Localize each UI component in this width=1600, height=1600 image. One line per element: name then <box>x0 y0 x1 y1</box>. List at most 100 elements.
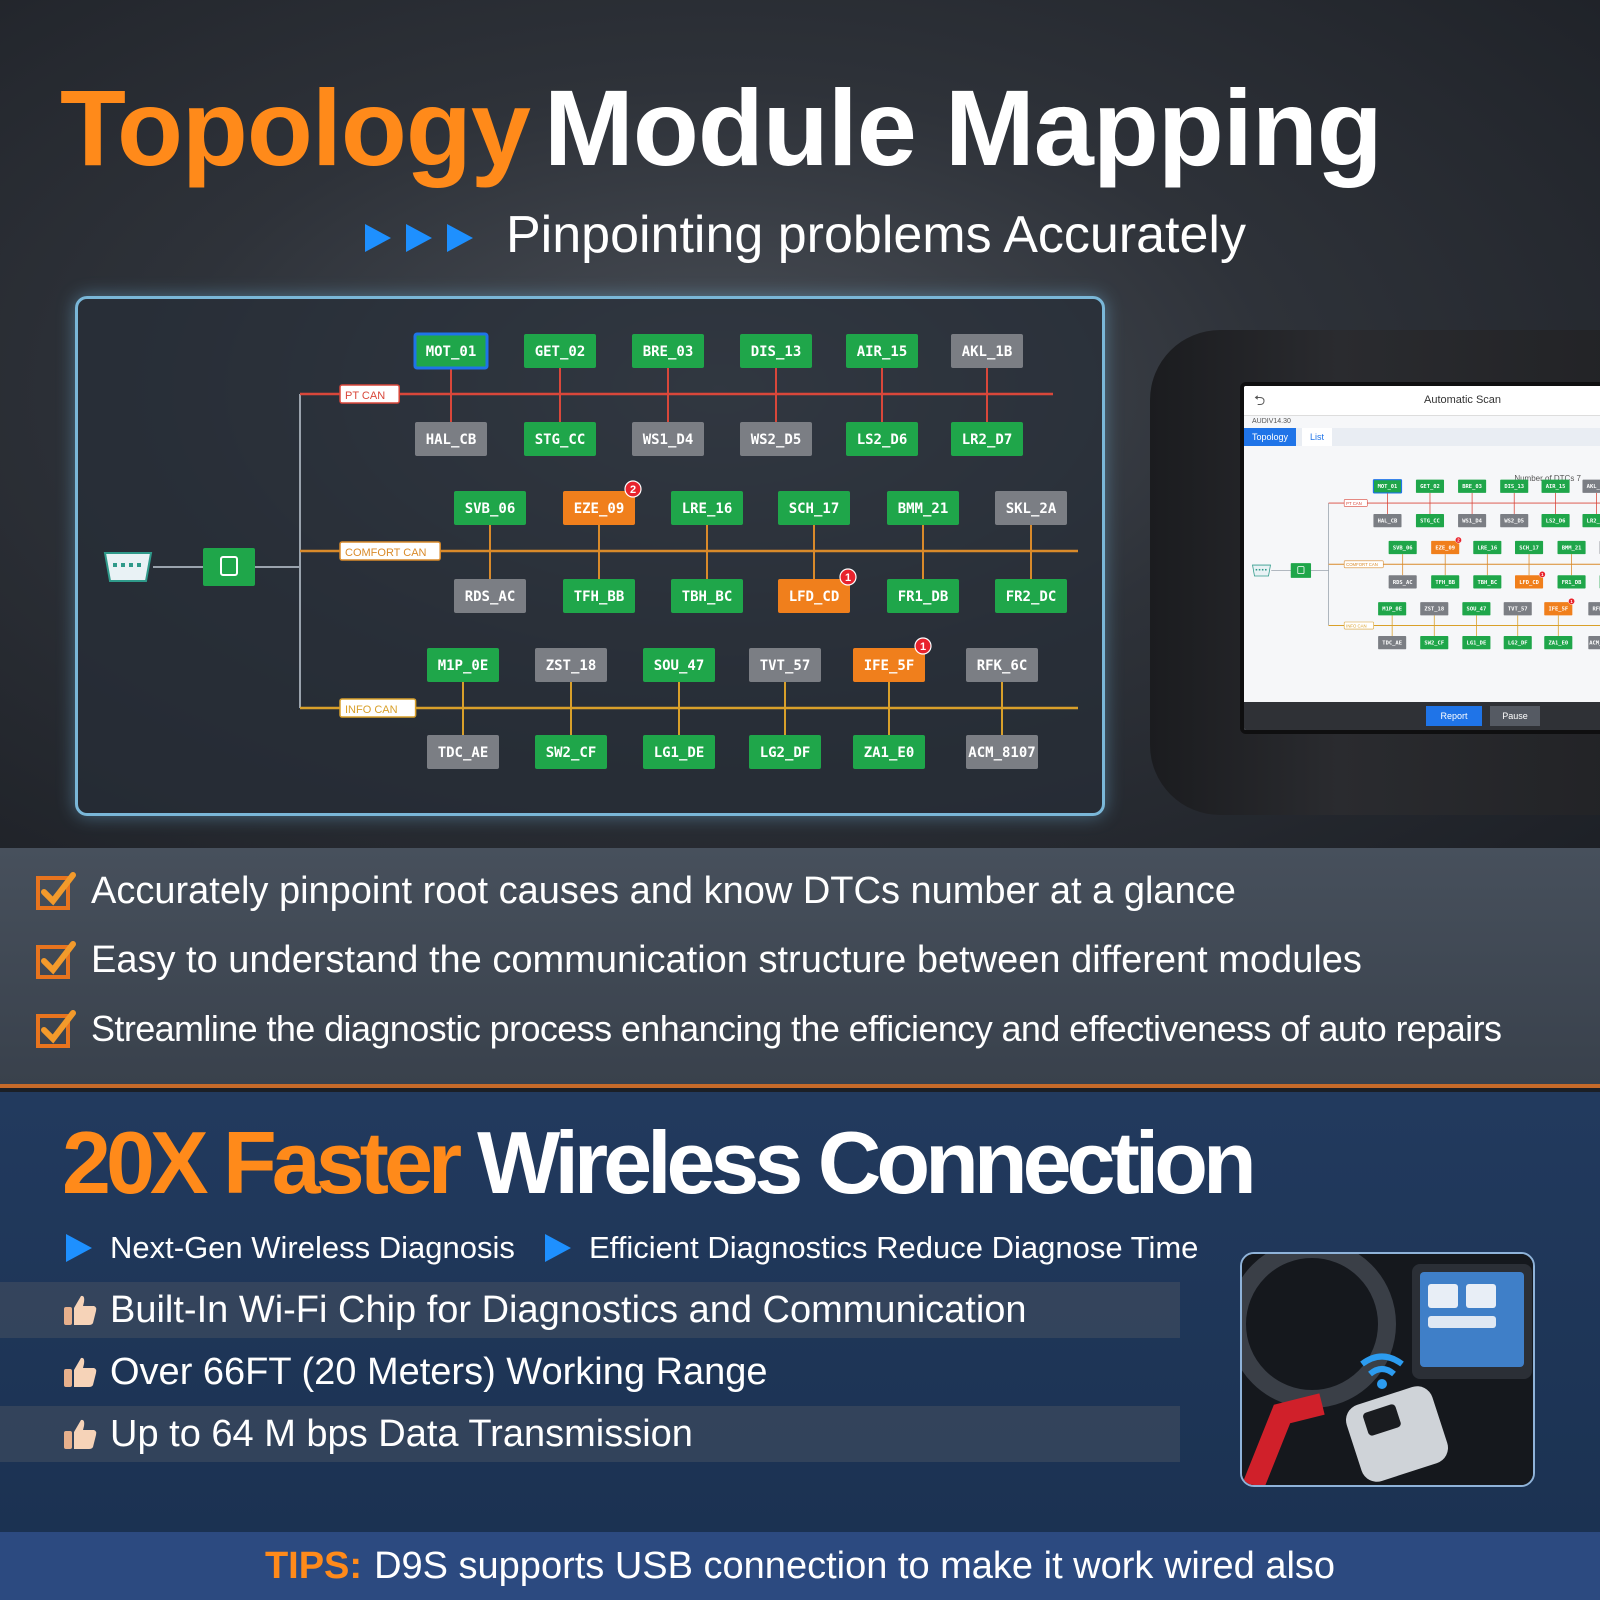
module-hal-cb[interactable]: HAL_CB <box>1373 513 1402 528</box>
module-lg2-df[interactable]: LG2_DF <box>749 735 821 769</box>
wireless-point: Next-Gen Wireless Diagnosis <box>66 1230 515 1266</box>
module-label: RFK_6C <box>977 658 1028 674</box>
module-lg1-de[interactable]: LG1_DE <box>1462 636 1491 650</box>
module-sw2-cf[interactable]: SW2_CF <box>535 735 607 769</box>
module-za1-e0[interactable]: ZA1_E0 <box>1544 636 1573 650</box>
module-sch-17[interactable]: SCH_17 <box>1515 540 1544 555</box>
checkbox-icon <box>36 941 76 979</box>
module-lfd-cd[interactable]: LFD_CD1 <box>778 568 857 613</box>
module-bre-03[interactable]: BRE_03 <box>1458 479 1487 493</box>
module-zst-18[interactable]: ZST_18 <box>535 648 607 682</box>
module-sou-47[interactable]: SOU_47 <box>643 648 715 682</box>
tab-topology[interactable]: Topology <box>1244 428 1297 446</box>
module-ife-5f[interactable]: IFE_5F1 <box>853 637 932 682</box>
module-tvt-57[interactable]: TVT_57 <box>749 648 821 682</box>
module-svb-06[interactable]: SVB_06 <box>454 491 526 525</box>
module-lfd-cd[interactable]: LFD_CD1 <box>1515 571 1546 589</box>
module-akl-1b[interactable]: AKL_1B <box>951 334 1023 368</box>
module-m1p-0e[interactable]: M1P_0E <box>427 648 499 682</box>
module-akl-1b[interactable]: AKL_1B <box>1582 479 1600 493</box>
module-label: IFE_5F <box>864 658 915 674</box>
module-svb-06[interactable]: SVB_06 <box>1388 540 1417 555</box>
module-bmm-21[interactable]: BMM_21 <box>887 491 959 525</box>
module-skl-2a[interactable]: SKL_2A <box>995 491 1067 525</box>
gateway-icon[interactable] <box>1290 563 1312 578</box>
module-sch-17[interactable]: SCH_17 <box>778 491 850 525</box>
module-zst-18[interactable]: ZST_18 <box>1420 602 1449 616</box>
wireless-bullet: Up to 64 M bps Data Transmission <box>0 1406 1180 1462</box>
wireless-bullet: Over 66FT (20 Meters) Working Range <box>0 1344 1180 1400</box>
module-rds-ac[interactable]: RDS_AC <box>1388 575 1417 589</box>
module-rfk-6c[interactable]: RFK_6C <box>1588 602 1600 616</box>
module-lr2-d7[interactable]: LR2_D7 <box>951 422 1023 456</box>
module-mot-01[interactable]: MOT_01 <box>1372 479 1403 494</box>
module-ife-5f[interactable]: IFE_5F1 <box>1544 597 1575 616</box>
module-stg-cc[interactable]: STG_CC <box>1415 513 1445 528</box>
module-ws1-d4[interactable]: WS1_D4 <box>1458 513 1487 528</box>
module-bmm-21[interactable]: BMM_21 <box>1557 540 1586 555</box>
module-get-02[interactable]: GET_02 <box>1415 479 1445 493</box>
obd-connector-icon[interactable] <box>1252 564 1271 577</box>
tab-list[interactable]: List <box>1302 428 1333 446</box>
pause-button[interactable]: Pause <box>1490 706 1540 726</box>
module-label: TBH_BC <box>682 589 733 605</box>
module-dis-13[interactable]: DIS_13 <box>740 334 812 368</box>
module-acm-8107[interactable]: ACM_8107 <box>1588 636 1600 650</box>
module-label: ZST_18 <box>1424 607 1444 613</box>
module-sou-47[interactable]: SOU_47 <box>1462 602 1491 616</box>
module-ls2-d6[interactable]: LS2_D6 <box>1541 513 1570 528</box>
module-dis-13[interactable]: DIS_13 <box>1500 479 1529 493</box>
gateway-icon[interactable] <box>203 548 255 586</box>
dtc-badge: 1 <box>839 568 857 586</box>
headline-highlight: Topology <box>60 67 531 188</box>
module-fr1-db[interactable]: FR1_DB <box>887 579 959 613</box>
module-fr2-dc[interactable]: FR2_DC <box>995 579 1067 613</box>
module-tvt-57[interactable]: TVT_57 <box>1503 602 1532 616</box>
module-ws1-d4[interactable]: WS1_D4 <box>632 422 704 456</box>
module-stg-cc[interactable]: STG_CC <box>524 422 596 456</box>
module-eze-09[interactable]: EZE_092 <box>563 480 642 525</box>
module-tdc-ae[interactable]: TDC_AE <box>427 735 499 769</box>
report-button[interactable]: Report <box>1426 706 1482 726</box>
module-tbh-bc[interactable]: TBH_BC <box>671 579 743 613</box>
module-tfh-bb[interactable]: TFH_BB <box>563 579 635 613</box>
obd-connector-icon[interactable] <box>103 552 153 582</box>
module-ws2-d5[interactable]: WS2_D5 <box>740 422 812 456</box>
bus-label: INFO CAN <box>345 704 398 716</box>
module-ws2-d5[interactable]: WS2_D5 <box>1500 513 1529 528</box>
module-label: FR2_DC <box>1006 589 1057 605</box>
module-m1p-0e[interactable]: M1P_0E <box>1378 602 1407 616</box>
module-mot-01[interactable]: MOT_01 <box>413 332 489 370</box>
dtc-count-label: 1 <box>845 572 851 584</box>
back-icon[interactable]: ⮌ <box>1254 392 1266 408</box>
module-fr1-db[interactable]: FR1_DB <box>1557 575 1586 589</box>
module-lre-16[interactable]: LRE_16 <box>671 491 743 525</box>
module-rds-ac[interactable]: RDS_AC <box>454 579 526 613</box>
module-lr2-d7[interactable]: LR2_D7 <box>1582 513 1600 528</box>
module-label: AKL_1B <box>962 344 1013 360</box>
module-za1-e0[interactable]: ZA1_E0 <box>853 735 925 769</box>
module-lg1-de[interactable]: LG1_DE <box>643 735 715 769</box>
tips-label: TIPS: <box>264 1544 363 1587</box>
module-lg2-df[interactable]: LG2_DF <box>1503 636 1532 650</box>
module-label: TFH_BB <box>1435 580 1455 586</box>
module-label: AKL_1B <box>1587 484 1600 490</box>
module-acm-8107[interactable]: ACM_8107 <box>966 735 1038 769</box>
module-tfh-bb[interactable]: TFH_BB <box>1431 575 1460 589</box>
module-label: TDC_AE <box>438 745 489 761</box>
module-tdc-ae[interactable]: TDC_AE <box>1378 636 1407 650</box>
feature-text: Easy to understand the communication str… <box>91 938 1362 981</box>
module-get-02[interactable]: GET_02 <box>524 334 596 368</box>
module-eze-09[interactable]: EZE_092 <box>1431 536 1462 555</box>
module-lre-16[interactable]: LRE_16 <box>1473 540 1502 555</box>
module-bre-03[interactable]: BRE_03 <box>632 334 704 368</box>
module-air-15[interactable]: AIR_15 <box>1541 479 1570 493</box>
module-air-15[interactable]: AIR_15 <box>846 334 918 368</box>
module-tbh-bc[interactable]: TBH_BC <box>1473 575 1502 589</box>
headline-rest: Module Mapping <box>543 67 1383 188</box>
module-ls2-d6[interactable]: LS2_D6 <box>846 422 918 456</box>
module-hal-cb[interactable]: HAL_CB <box>415 422 487 456</box>
module-rfk-6c[interactable]: RFK_6C <box>966 648 1038 682</box>
module-sw2-cf[interactable]: SW2_CF <box>1420 636 1449 650</box>
